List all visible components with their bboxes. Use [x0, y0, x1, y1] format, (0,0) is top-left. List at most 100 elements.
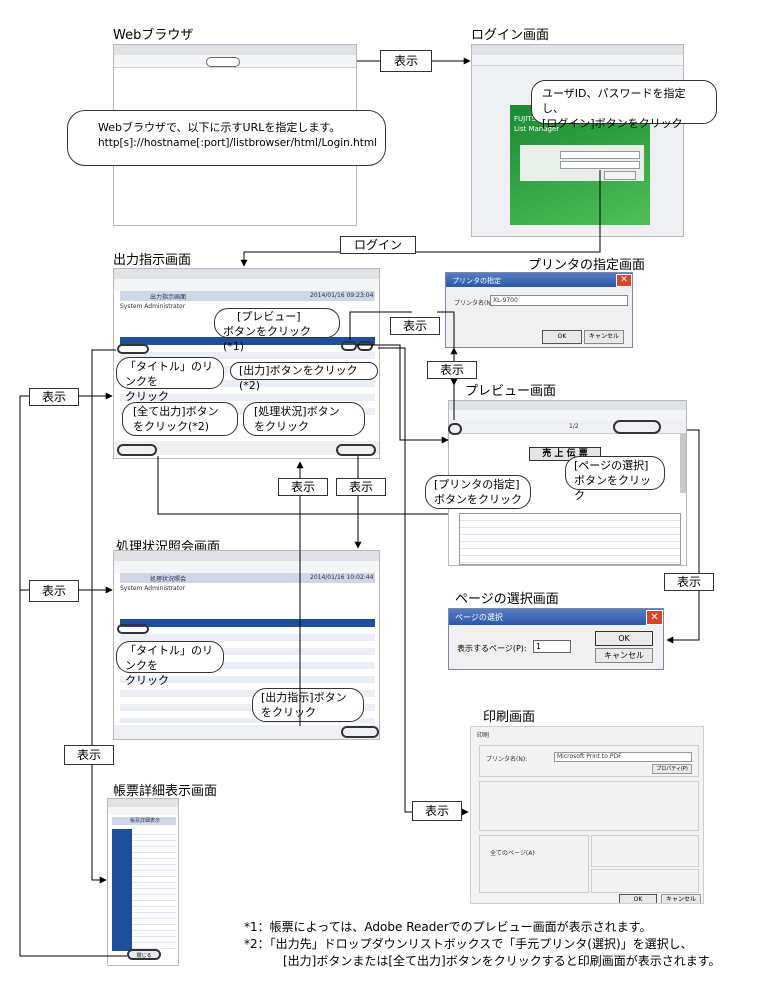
output-instr-callout: [出力指示]ボタン をクリック — [252, 688, 364, 722]
print-dialog-title: 印刷 — [477, 732, 490, 739]
status-header-bar: 処理状況照会 2014/01/16 10:02:44 — [120, 573, 375, 583]
print-all-pages[interactable]: 全てのページ(A) — [490, 850, 535, 857]
printer-dialog-titlebar: プリンタの指定 ✕ — [446, 273, 632, 287]
status-callout-line2: をクリック — [254, 419, 309, 433]
output-button-callout: [出力]ボタンをクリック(*2) — [230, 362, 378, 392]
show-label-browser-login: 表示 — [380, 50, 432, 72]
user-id-field[interactable] — [560, 151, 640, 159]
page-prompt-label: 表示するページ(P): — [457, 644, 527, 653]
printer-select-value: XL-9700 — [493, 297, 518, 304]
print-printer-group: プリンタ名(N): Microsoft Print to PDF プロパティ(P… — [479, 745, 699, 777]
preview-callout-line1: [プレビュー] — [237, 310, 301, 323]
page-cancel-button[interactable]: キャンセル — [595, 648, 653, 663]
page-number-input[interactable]: 1 — [533, 640, 571, 653]
web-browser-title: Webブラウザ — [113, 28, 194, 43]
status-user: System Administrator — [120, 585, 186, 592]
output-callout-text: [出力]ボタンをクリック(*2) — [239, 364, 358, 392]
show-label-print: 表示 — [412, 801, 462, 821]
printer-cancel-button[interactable]: キャンセル — [584, 330, 624, 344]
detail-header-bar: 帳票詳細表示 — [112, 817, 176, 825]
output-timestamp: 2014/01/16 09:23:04 — [310, 292, 374, 299]
preview-button-callout: [プレビュー] ボタンをクリック(*1) — [214, 308, 340, 353]
title-link-callout-line1: 「タイトル」のリンクを — [125, 360, 213, 388]
show-label-left-mid: 表示 — [29, 580, 79, 602]
status-timestamp: 2014/01/16 10:02:44 — [310, 574, 374, 581]
address-bar-highlight — [206, 57, 240, 67]
login-button-mini[interactable] — [604, 171, 636, 180]
all-output-callout: [全て出力]ボタン をクリック(*2) — [122, 402, 238, 436]
status-footer — [114, 725, 379, 739]
preview-slip-table — [459, 513, 681, 565]
output-instr-callout-line1: [出力指示]ボタン — [261, 691, 347, 704]
printer-spec-callout-line2: ボタンをクリック — [434, 492, 522, 506]
print-collate-group — [591, 869, 699, 893]
title-link-highlight — [117, 344, 149, 354]
output-footer — [114, 441, 379, 455]
close-icon[interactable]: ✕ — [616, 274, 632, 287]
login-screenshot: FUJITSU Software List Manager — [471, 44, 684, 237]
status-title-link-highlight — [117, 624, 149, 634]
password-field[interactable] — [560, 161, 640, 169]
browser-callout-text: Webブラウザで、以下に示すURLを指定します。 — [98, 121, 341, 134]
page-select-callout: [ページの選択] ボタンをクリック — [565, 456, 665, 502]
all-output-callout-line1: [全て出力]ボタン — [133, 405, 219, 418]
status-button-callout: [処理状況]ボタン をクリック — [243, 402, 365, 436]
login-screen-title: ログイン画面 — [471, 28, 550, 43]
print-properties-button[interactable]: プロパティ(P) — [652, 764, 692, 774]
preview-scrollbar[interactable] — [680, 433, 686, 493]
printer-select[interactable]: XL-9700 — [490, 295, 628, 306]
footnote-3: [出力]ボタンまたは[全て出力]ボタンをクリックすると印刷画面が表示されます。 — [283, 954, 721, 968]
all-output-callout-line2: をクリック(*2) — [133, 419, 210, 433]
login-panel: FUJITSU Software List Manager — [510, 105, 650, 225]
printer-spec-highlight — [448, 423, 462, 435]
show-label-preview: 表示 — [390, 317, 440, 335]
page-select-callout-line2: ボタンをクリック — [574, 473, 651, 502]
print-printer-value: Microsoft Print to PDF — [557, 753, 622, 760]
printer-ok-button[interactable]: OK — [542, 330, 582, 344]
page-dialog-titlebar: ページの選択 ✕ — [449, 609, 663, 625]
page-dialog-title: ページの選択 — [455, 613, 503, 622]
status-header-text: 処理状況照会 — [150, 576, 187, 583]
status-title-link-line1: 「タイトル」のリンクを — [125, 644, 213, 672]
print-cancel-button[interactable]: キャンセル — [661, 894, 701, 903]
title-link-callout: 「タイトル」のリンクを クリック — [116, 357, 224, 403]
detail-close-button[interactable]: 閉じる — [127, 949, 161, 960]
printer-select-title: プリンタの指定画面 — [528, 258, 646, 273]
report-detail-title: 帳票詳細表示画面 — [113, 784, 218, 799]
status-title-link-line2: クリック — [125, 673, 169, 687]
detail-table — [112, 829, 176, 951]
login-product: List Manager — [514, 125, 560, 133]
output-instr-callout-line2: をクリック — [261, 705, 316, 719]
output-header-bar: 出力指示画面 2014/01/16 09:23:04 — [120, 291, 375, 301]
show-label-page: 表示 — [664, 573, 714, 591]
printer-spec-callout-line1: [プリンタの指定] — [434, 478, 520, 491]
close-icon[interactable]: ✕ — [646, 610, 663, 625]
show-label-left-top: 表示 — [29, 388, 79, 406]
page-ok-button[interactable]: OK — [595, 631, 653, 646]
page-select-highlight — [613, 420, 661, 434]
printer-dialog: プリンタの指定 ✕ プリンタ名(N): XL-9700 OK キャンセル — [445, 272, 633, 348]
preview-callout-line2: ボタンをクリック(*1) — [223, 324, 311, 353]
preview-button-highlight — [341, 341, 357, 351]
status-title-link-callout: 「タイトル」のリンクを クリック — [116, 641, 224, 687]
footnote-1: *1：帳票によっては、Adobe Readerでのプレビュー画面が表示されます。 — [244, 920, 652, 934]
browser-callout: Webブラウザで、以下に示すURLを指定します。 http[s]://hostn… — [67, 110, 386, 166]
print-printer-select[interactable]: Microsoft Print to PDF — [554, 752, 692, 762]
report-detail-screenshot: 帳票詳細表示 — [107, 798, 179, 966]
show-label-status-b: 表示 — [336, 478, 386, 496]
show-label-detail: 表示 — [64, 745, 114, 765]
output-table-header — [120, 337, 375, 345]
show-label-status-a: 表示 — [278, 478, 328, 496]
login-callout-line1: ユーザID、パスワードを指定し、 — [542, 87, 686, 115]
login-label: ログイン — [340, 236, 416, 254]
preview-page-indicator: 1/2 — [569, 423, 579, 430]
print-screen-title: 印刷画面 — [483, 710, 536, 725]
print-form-group — [479, 781, 699, 831]
detail-header-text: 帳票詳細表示 — [130, 818, 161, 824]
print-ok-button[interactable]: OK — [619, 894, 657, 903]
printer-name-label: プリンタ名(N): — [454, 300, 496, 307]
output-button-highlight — [357, 341, 373, 351]
status-table-header — [120, 619, 375, 627]
print-printer-label: プリンタ名(N): — [486, 756, 528, 763]
